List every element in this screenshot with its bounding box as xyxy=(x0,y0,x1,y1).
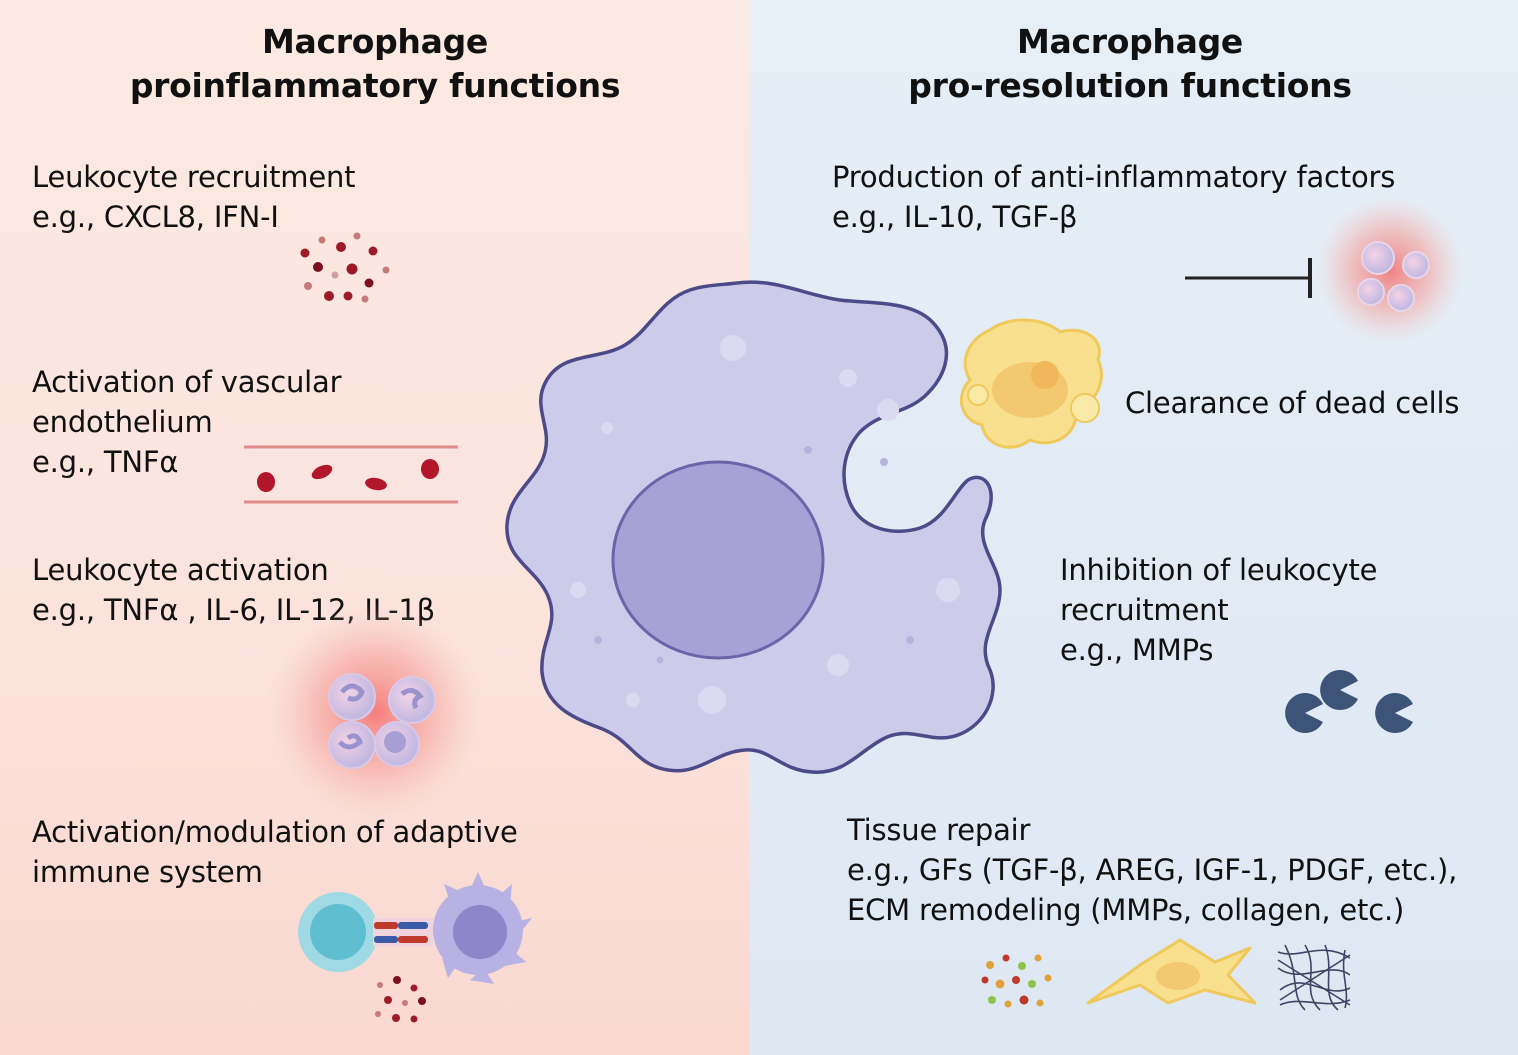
left-title-line1: Macrophage xyxy=(261,22,488,61)
label-line: e.g., TNFα , IL-6, IL-12, IL-1β xyxy=(32,593,435,627)
label-line: Tissue repair xyxy=(847,813,1031,847)
label-line: recruitment xyxy=(1060,593,1229,627)
vascular-activation-label: Activation of vascular endothelium e.g.,… xyxy=(32,362,341,482)
inhibition-label: Inhibition of leukocyte recruitment e.g.… xyxy=(1060,550,1377,670)
label-line: Leukocyte recruitment xyxy=(32,160,356,194)
adaptive-immune-label: Activation/modulation of adaptive immune… xyxy=(32,812,518,892)
label-line: Production of anti-inflammatory factors xyxy=(832,160,1396,194)
left-title-line2: proinflammatory functions xyxy=(129,66,621,105)
label-line: e.g., IL-10, TGF-β xyxy=(832,200,1078,234)
right-title: Macrophage pro-resolution functions xyxy=(810,20,1450,108)
label-line: immune system xyxy=(32,855,263,889)
right-title-line1: Macrophage xyxy=(1016,22,1243,61)
label-line: ECM remodeling (MMPs, collagen, etc.) xyxy=(847,893,1405,927)
label-line: endothelium xyxy=(32,405,213,439)
label-line: e.g., CXCL8, IFN-I xyxy=(32,200,279,234)
clearance-label: Clearance of dead cells xyxy=(1125,383,1459,423)
label-line: e.g., MMPs xyxy=(1060,633,1214,667)
label-line: e.g., TNFα xyxy=(32,445,179,479)
label-line: Activation/modulation of adaptive xyxy=(32,815,518,849)
label-line: Activation of vascular xyxy=(32,365,342,399)
label-line: Clearance of dead cells xyxy=(1125,386,1460,420)
label-line: Leukocyte activation xyxy=(32,553,329,587)
left-title: Macrophage proinflammatory functions xyxy=(60,20,690,108)
right-title-line2: pro-resolution functions xyxy=(908,66,1352,105)
label-line: e.g., GFs (TGF-β, AREG, IGF-1, PDGF, etc… xyxy=(847,853,1458,887)
tissue-repair-label: Tissue repair e.g., GFs (TGF-β, AREG, IG… xyxy=(847,810,1457,930)
label-line: Inhibition of leukocyte xyxy=(1060,553,1378,587)
anti-inflammatory-label: Production of anti-inflammatory factors … xyxy=(832,157,1395,237)
leukocyte-activation-label: Leukocyte activation e.g., TNFα , IL-6, … xyxy=(32,550,435,630)
leukocyte-recruitment-label: Leukocyte recruitment e.g., CXCL8, IFN-I xyxy=(32,157,356,237)
